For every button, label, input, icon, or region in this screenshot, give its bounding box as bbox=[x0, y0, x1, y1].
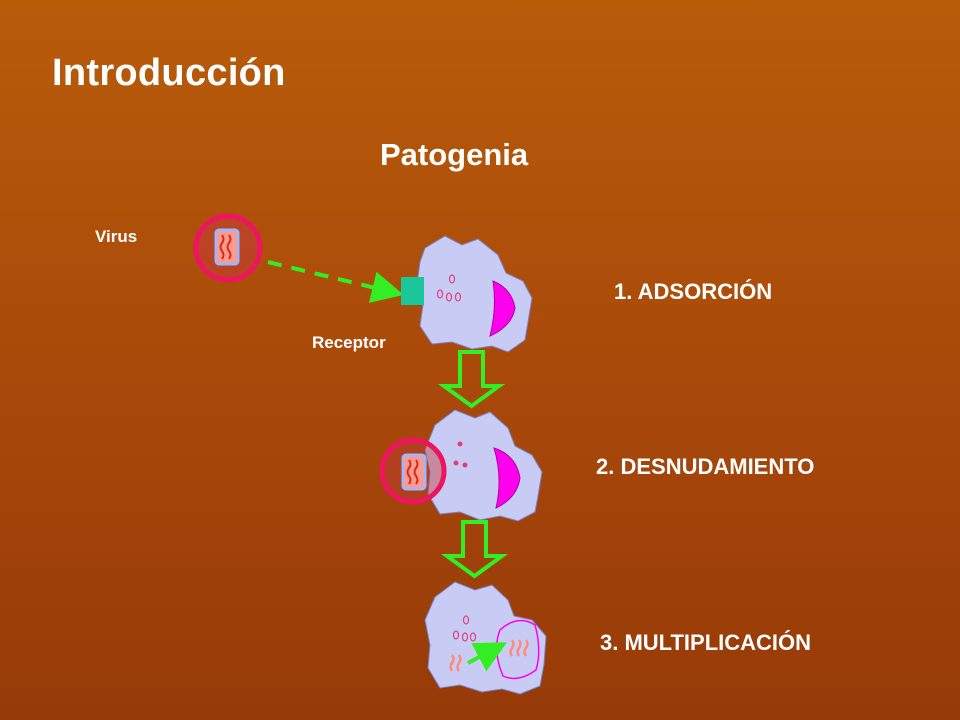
approach-arrow bbox=[267, 260, 404, 303]
slide-subtitle: Patogenia bbox=[380, 137, 529, 172]
receptor-shape bbox=[401, 277, 424, 305]
step-1-label: 1. ADSORCIÓN bbox=[614, 279, 773, 304]
step-3-label: 3. MULTIPLICACIÓN bbox=[600, 630, 812, 655]
down-arrow-1 bbox=[437, 350, 506, 409]
down-arrow-2 bbox=[440, 520, 509, 579]
uncoating-virus bbox=[379, 437, 447, 505]
cell-2 bbox=[424, 409, 543, 522]
virus-label: Virus bbox=[95, 227, 138, 246]
cell-3 bbox=[424, 581, 547, 695]
receptor-label: Receptor bbox=[312, 333, 386, 352]
cell-1 bbox=[416, 235, 533, 353]
transport-arrow bbox=[467, 642, 508, 672]
slide-title: Introducción bbox=[52, 52, 286, 94]
step-2-label: 2. DESNUDAMIENTO bbox=[596, 454, 815, 479]
virus-particle bbox=[193, 213, 263, 283]
